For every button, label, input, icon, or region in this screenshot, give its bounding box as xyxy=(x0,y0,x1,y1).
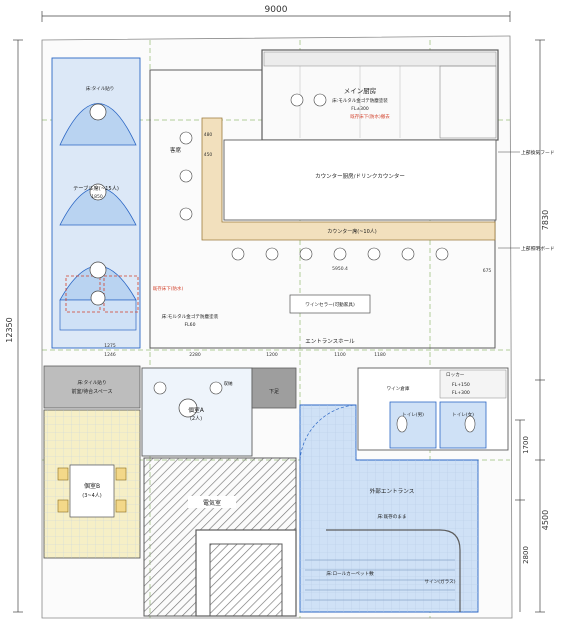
locker-label: ロッカー xyxy=(446,372,465,378)
counter-stools xyxy=(179,131,449,261)
dim-left-height: 12350 xyxy=(5,317,14,342)
dim-right-bottom: 2800 xyxy=(522,546,530,564)
dim-int-2280: 2280 xyxy=(189,352,201,358)
dim-int-1850: 1850 xyxy=(91,194,103,200)
private-room-a xyxy=(141,367,253,457)
outer-floor-label: 床:既存のまま xyxy=(377,513,406,520)
waiting-space xyxy=(43,365,141,409)
hall-red-note: 既存床下(防水) xyxy=(153,285,184,292)
wine-cellar-box xyxy=(289,294,371,314)
counter-kitchen-label: カウンター厨房/ドリンクカウンター xyxy=(315,172,405,180)
main-kitchen-label: メイン厨房 xyxy=(344,86,377,95)
callout-lighting: 上部照明ボード xyxy=(521,245,555,252)
dim-right-mid: 1700 xyxy=(522,436,530,454)
dim-int-675: 675 xyxy=(483,268,492,274)
waiting-floor-label: 床:タイル貼り xyxy=(77,379,106,386)
toilet-w-label: トイレ(女) xyxy=(452,411,474,418)
seating-alcoves xyxy=(51,57,141,349)
toilet-block xyxy=(357,367,509,451)
toilet-m-label: トイレ(男) xyxy=(402,412,424,418)
dim-right-lower: 4500 xyxy=(541,510,550,530)
electric-label-bg xyxy=(188,496,236,508)
private-b-cap: (3~4人) xyxy=(82,493,102,499)
callout-hood: 上部換気フード xyxy=(521,149,555,156)
dim-int-1246: 1246 xyxy=(104,352,116,358)
wine-storage-label: ワイン倉庫 xyxy=(387,385,410,392)
main-kitchen-floor: 床:モルタル金ゴテ防塵塗装 xyxy=(332,97,388,104)
private-room-b xyxy=(43,409,141,559)
dim-int-1180: 1180 xyxy=(374,352,386,358)
shoe-label: 下足 xyxy=(269,389,279,395)
main-kitchen-fl: FL±300 xyxy=(351,106,369,112)
private-a-cap: (2人) xyxy=(190,416,202,422)
counter-kitchen xyxy=(223,139,497,221)
fl-300-label: FL+300 xyxy=(452,390,470,396)
dim-int-5950: 5950.4 xyxy=(332,266,348,272)
private-a-label: 個室A xyxy=(188,406,204,414)
sign-label: サイン(ガラス) xyxy=(424,578,455,585)
fl-150-label: FL+150 xyxy=(452,382,470,388)
outer-entrance-label: 外部エントランス xyxy=(370,487,415,495)
wine-cellar-label: ワインセラー(可動家具) xyxy=(305,301,355,308)
dim-int-480: 480 xyxy=(204,132,213,138)
counter-seats-label: カウンター席(~10人) xyxy=(327,228,377,235)
dim-int-1100: 1100 xyxy=(334,352,346,358)
outer-entrance xyxy=(299,404,479,613)
shoe-room xyxy=(251,367,297,409)
private-b-label: 個室B xyxy=(84,482,100,490)
seating-label: 客席 xyxy=(170,146,182,154)
dim-top-width: 9000 xyxy=(265,5,288,15)
electric-room-label: 電気室 xyxy=(203,499,221,507)
entrance-hall-label: エントランスホール xyxy=(305,338,355,345)
electric-room xyxy=(143,457,297,617)
table-seats-label: テーブル席(~15人) xyxy=(73,184,119,192)
left-floor-label: 床:タイル貼り xyxy=(86,85,115,92)
hall-fl-label: FL60 xyxy=(184,322,195,328)
counter-l-shape xyxy=(201,117,496,241)
dim-int-1200: 1200 xyxy=(266,352,278,358)
waiting-space-label: 前室/待合スペース xyxy=(71,388,112,395)
kitchen-red-note: 既存床下(防水)撤去 xyxy=(350,113,390,120)
dimension-lines xyxy=(13,11,545,613)
stair-floor-label: 床:ロールカーペット敷 xyxy=(326,570,374,577)
dim-int-450: 450 xyxy=(204,152,213,158)
dim-int-1275: 1275 xyxy=(104,343,116,349)
hall-floor-label: 床:モルタル金ゴテ防塵塗装 xyxy=(162,313,219,320)
main-kitchen xyxy=(261,49,499,141)
dim-right-upper: 7830 xyxy=(541,210,550,230)
storage-label: 収納 xyxy=(224,380,233,387)
